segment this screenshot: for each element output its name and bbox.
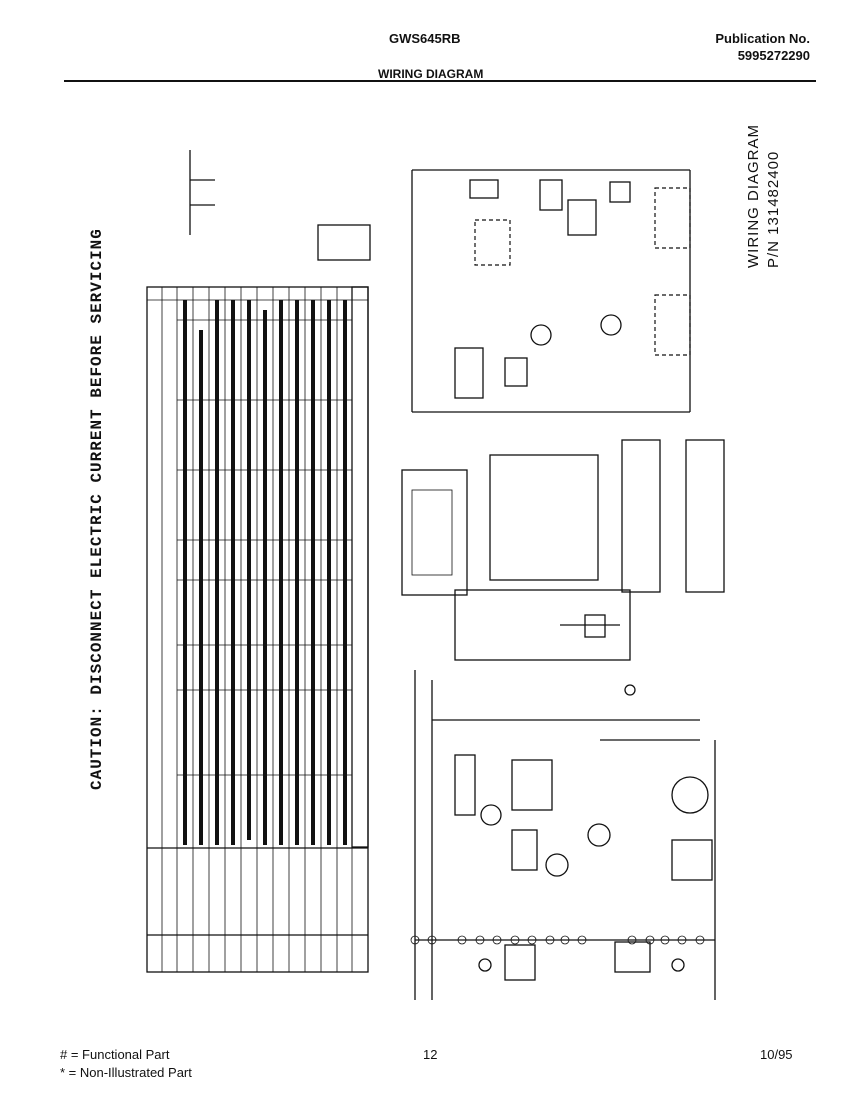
timer-sequence-chart — [146, 286, 369, 973]
section-title: WIRING DIAGRAM — [378, 67, 484, 81]
functional-part-note: # = Functional Part — [60, 1047, 170, 1062]
model-number: GWS645RB — [389, 31, 461, 46]
diagram-part-number: P/N 131482400 — [765, 150, 782, 268]
non-illustrated-part-note: * = Non-Illustrated Part — [60, 1065, 192, 1080]
publication-label: Publication No. — [715, 31, 810, 46]
publication-number: 5995272290 — [737, 48, 810, 63]
wiring-codes-legend — [489, 454, 599, 581]
revision-date: 10/95 — [760, 1047, 793, 1062]
spray-detail — [189, 150, 371, 261]
header-rule — [64, 80, 816, 82]
service-cord-detail — [454, 589, 631, 661]
diagram-title: WIRING DIAGRAM — [745, 124, 762, 268]
terminal-strip — [410, 935, 705, 945]
caution-notice: CAUTION: DISCONNECT ELECTRIC CURRENT BEF… — [88, 228, 106, 790]
terminal-block-view — [401, 469, 468, 596]
contact-bars — [183, 300, 347, 845]
circuit-rows — [161, 287, 353, 972]
ladder-schematic — [411, 169, 691, 413]
page-number: 12 — [423, 1047, 438, 1062]
switch-tables — [621, 439, 725, 593]
pictorial-wiring — [410, 670, 716, 1000]
